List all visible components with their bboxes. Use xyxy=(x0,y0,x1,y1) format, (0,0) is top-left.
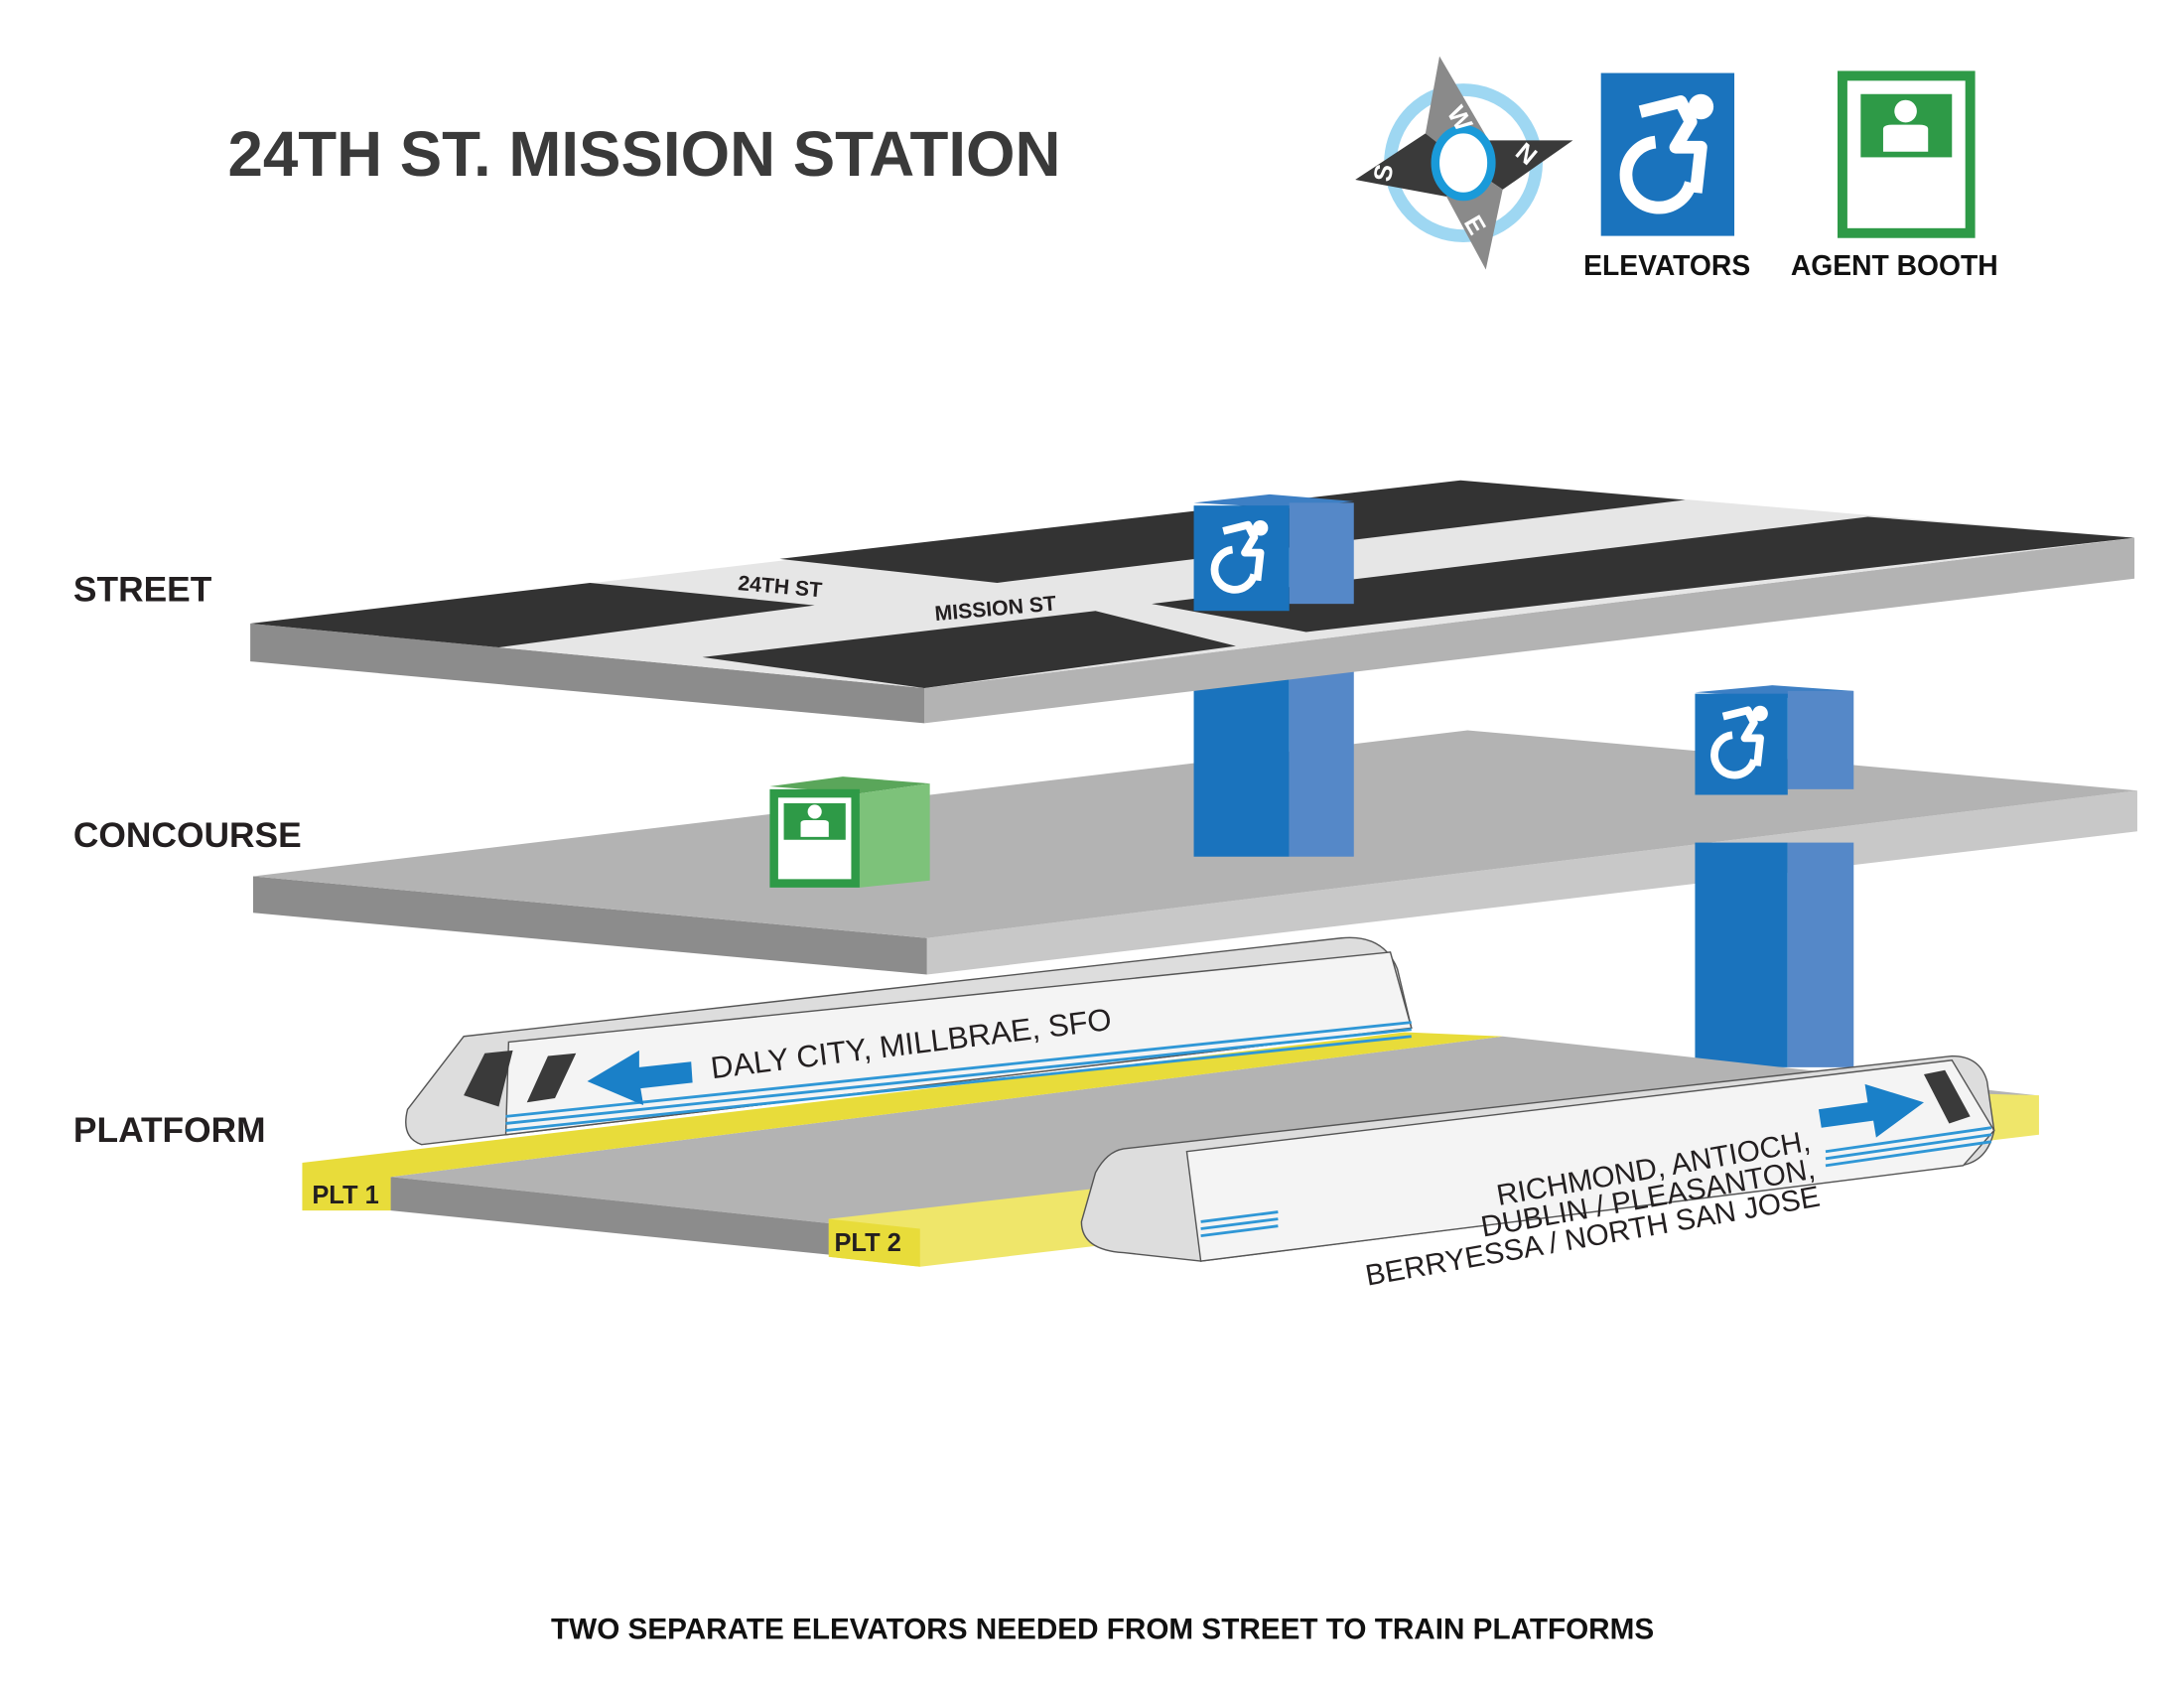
legend-elevators: ELEVATORS xyxy=(1583,72,1750,281)
train-eastbound: RICHMOND, ANTIOCH, DUBLIN / PLEASANTON, … xyxy=(1080,1055,1995,1293)
page-title: 24TH ST. MISSION STATION xyxy=(227,119,1060,190)
compass-s: S xyxy=(1369,162,1400,184)
agent-booth xyxy=(769,776,930,888)
elevator-1 xyxy=(1193,493,1354,612)
legend-agent-booth-label: AGENT BOOTH xyxy=(1791,249,1998,281)
footer-note: TWO SEPARATE ELEVATORS NEEDED FROM STREE… xyxy=(551,1613,1654,1645)
plt-2-label: PLT 2 xyxy=(834,1229,900,1257)
level-label-platform: PLATFORM xyxy=(73,1111,266,1150)
arrow-right-icon xyxy=(1818,1083,1924,1138)
plt-1-label: PLT 1 xyxy=(312,1182,378,1209)
train-westbound: DALY CITY, MILLBRAE, SFO xyxy=(405,936,1413,1146)
elevator-shaft-1 xyxy=(1193,659,1354,857)
level-label-concourse: CONCOURSE xyxy=(73,816,302,855)
legend-agent-booth: AGENT BOOTH xyxy=(1791,70,1998,281)
arrow-left-icon xyxy=(587,1050,693,1106)
level-label-street: STREET xyxy=(73,570,212,609)
platform-1-edge xyxy=(302,1032,1503,1178)
legend-elevators-label: ELEVATORS xyxy=(1583,249,1750,281)
compass-icon: W N E S xyxy=(1355,56,1573,270)
street-level: 24TH ST MISSION ST xyxy=(250,480,2135,724)
elevator-2 xyxy=(1695,685,1854,1067)
